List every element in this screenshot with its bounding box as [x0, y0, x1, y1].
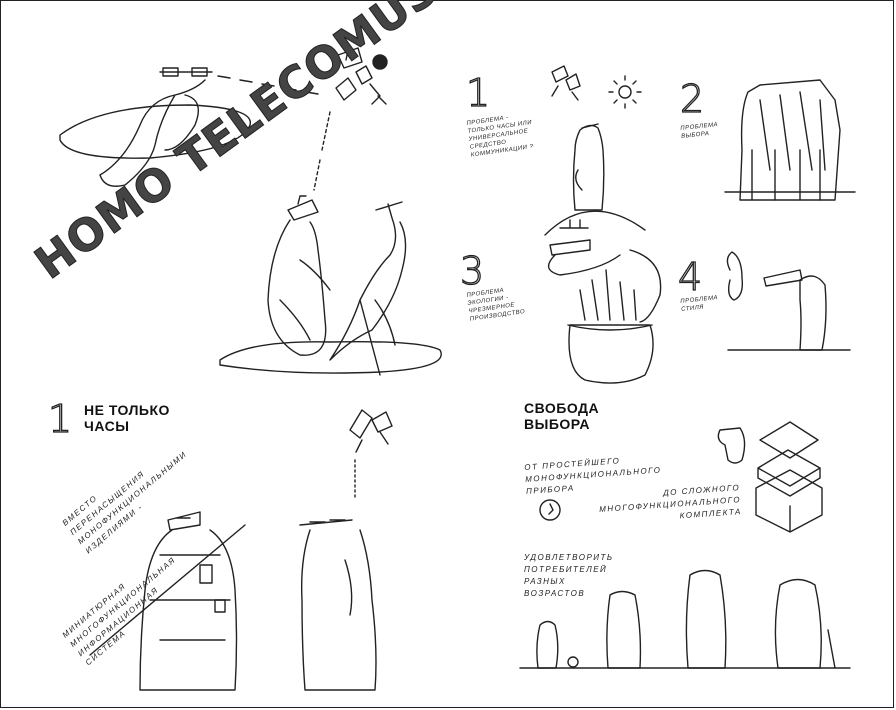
- panel-2-number: 2: [679, 77, 705, 121]
- panel-3-number: 3: [459, 249, 485, 293]
- section2-satisfy-text: УДОВЛЕТВОРИТЬ ПОТРЕБИТЕЛЕЙ РАЗНЫХ ВОЗРАС…: [524, 553, 614, 598]
- panel-1-illustration: [544, 123, 646, 236]
- section2-figures-illustration: [519, 569, 851, 669]
- panel-3-illustration: [547, 219, 662, 384]
- satellite-icon: [335, 47, 388, 105]
- sun-icon: [608, 75, 642, 109]
- section2-devices-illustration: [539, 421, 823, 533]
- section1-number: 1: [47, 397, 73, 441]
- panel-4-number: 4: [677, 255, 703, 299]
- sunbather-illustration: [59, 67, 319, 187]
- panel-1-number: 1: [465, 71, 491, 115]
- section1-heading: НЕ ТОЛЬКО ЧАСЫ: [84, 402, 170, 434]
- man-kangaroo-illustration: [219, 195, 442, 376]
- panel-2-illustration: [724, 79, 856, 201]
- panel-4-illustration: [726, 251, 851, 351]
- section1-illustration: [89, 409, 393, 691]
- section2-heading: СВОБОДА ВЫБОРА: [524, 400, 600, 432]
- satellite-small-icon: [551, 65, 581, 101]
